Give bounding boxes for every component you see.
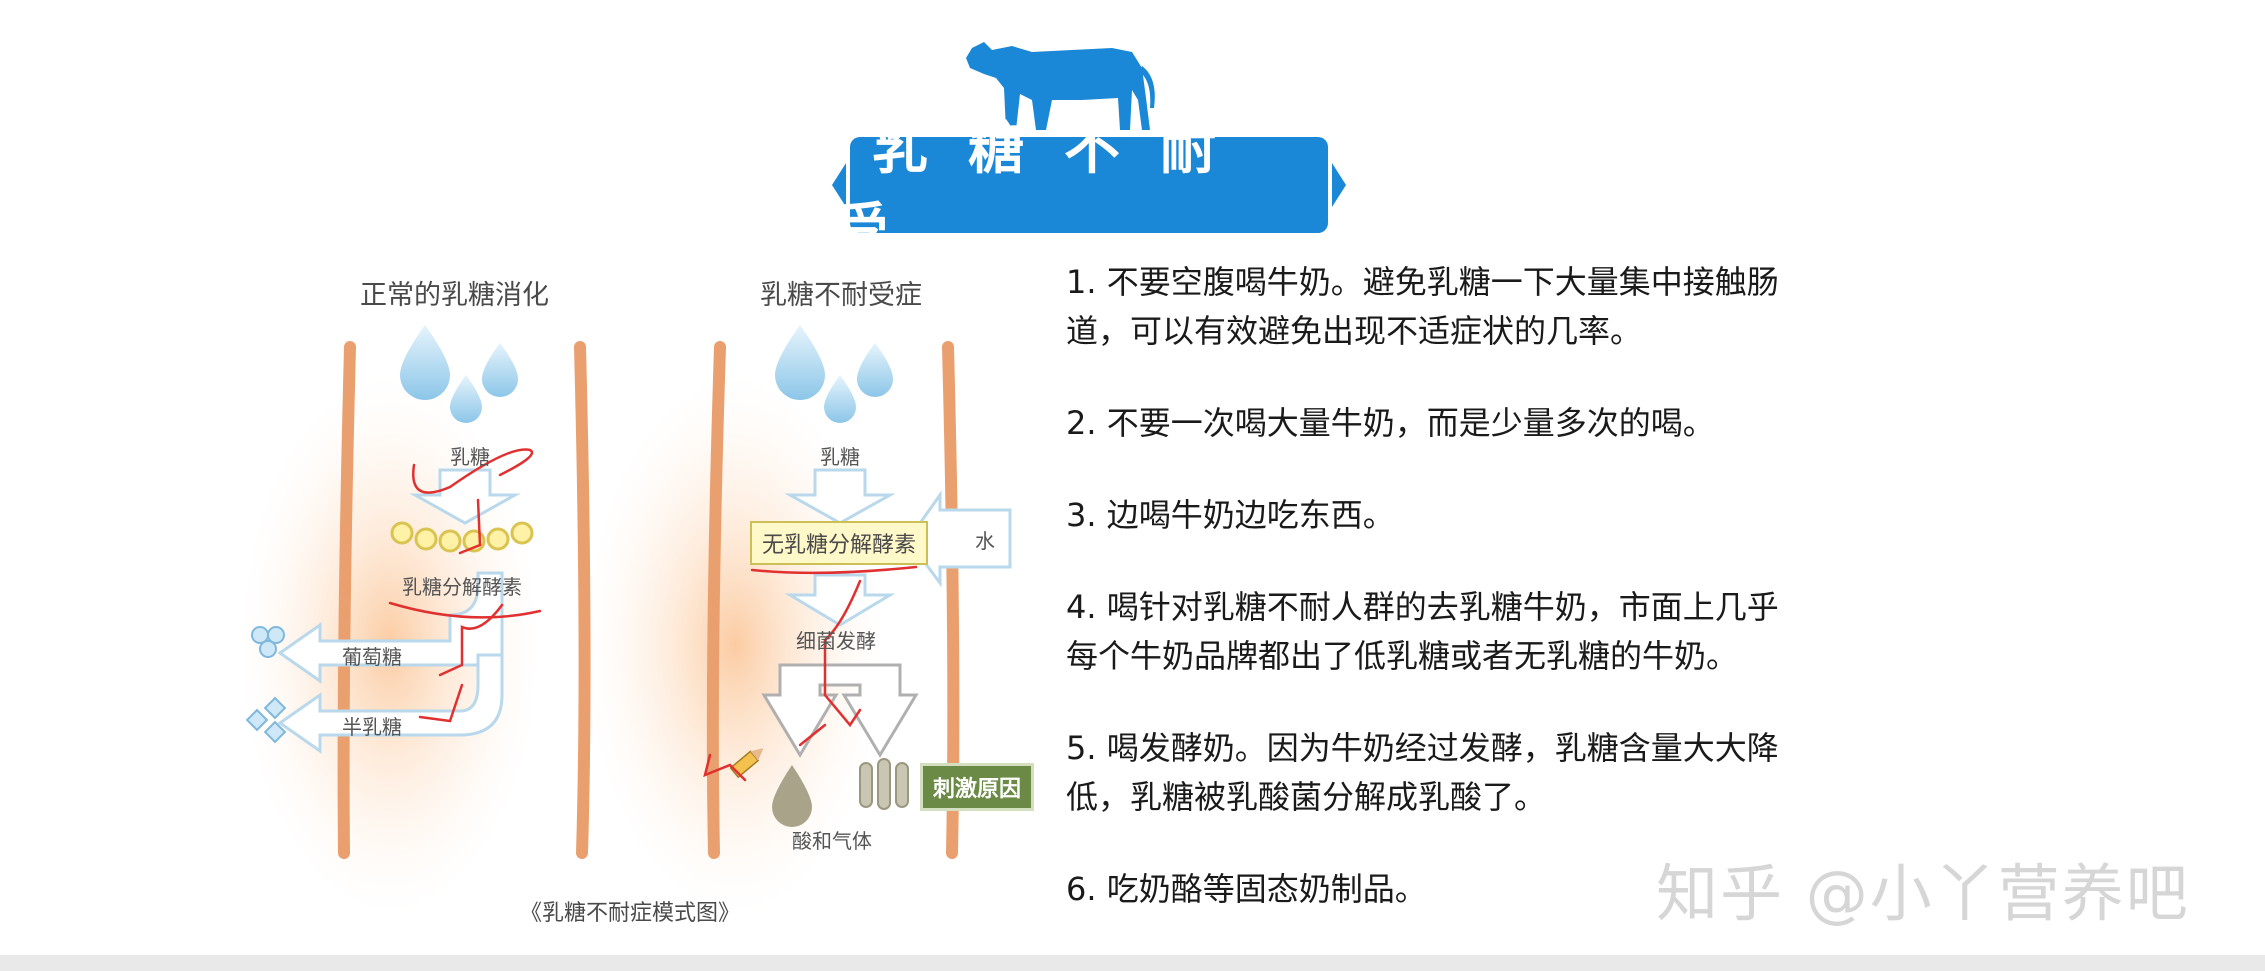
glucose-molecule-icon	[251, 626, 285, 658]
page-title: 乳糖不耐受	[832, 117, 1256, 263]
milk-drop-icon	[775, 325, 825, 400]
split-arrow-icon	[761, 663, 919, 758]
intolerant-intestine-glow	[585, 375, 885, 915]
acid-gas-label: 酸和气体	[792, 829, 872, 853]
red-annotation-strokes	[388, 448, 918, 782]
tip-line: 1. 不要空腹喝牛奶。避免乳糖一下大量集中接触肠	[1066, 263, 1779, 301]
irritant-badge: 刺激原因	[920, 763, 1035, 811]
glucose-label: 葡萄糖	[342, 645, 402, 669]
milk-drop-icon	[482, 343, 518, 397]
tip-line: 2. 不要一次喝大量牛奶，而是少量多次的喝。	[1066, 404, 1715, 442]
normal-digestion-title: 正常的乳糖消化	[360, 280, 549, 311]
enzyme-dots-icon	[390, 521, 534, 553]
tip-item: 1. 不要空腹喝牛奶。避免乳糖一下大量集中接触肠道，可以有效避免出现不适症状的几…	[1066, 258, 1886, 356]
tip-line: 5. 喝发酵奶。因为牛奶经过发酵，乳糖含量大大降	[1066, 729, 1779, 767]
tip-item: 6. 吃奶酪等固态奶制品。	[1066, 865, 1886, 914]
milk-drop-icon	[857, 343, 893, 397]
galactose-arrow-icon	[277, 653, 504, 754]
bacteria-arrow-icon	[784, 573, 896, 627]
tip-line: 每个牛奶品牌都出了低乳糖或者无乳糖的牛奶。	[1066, 637, 1739, 675]
milk-drop-icon	[824, 375, 856, 423]
tips-list: 1. 不要空腹喝牛奶。避免乳糖一下大量集中接触肠道，可以有效避免出现不适症状的几…	[1066, 258, 1886, 957]
cow-logo-icon	[966, 42, 1155, 130]
enzyme-label: 乳糖分解酵素	[402, 575, 522, 599]
milk-drop-icon	[400, 325, 450, 400]
milk-drop-icon	[450, 375, 482, 423]
intolerant-wall-left	[706, 341, 726, 859]
normal-wall-right	[574, 341, 591, 859]
lactose-arrow-icon	[409, 468, 521, 525]
watermark: 知乎 @小丫营养吧	[1656, 857, 2190, 930]
tip-item: 2. 不要一次喝大量牛奶，而是少量多次的喝。	[1066, 399, 1886, 448]
tip-line: 道，可以有效避免出现不适症状的几率。	[1066, 312, 1643, 350]
galactose-molecule-icon	[245, 696, 287, 744]
diagram-caption: 《乳糖不耐症模式图》	[520, 901, 741, 926]
lactose-digestion-diagram: 正常的乳糖消化 乳糖不耐受症 乳糖 乳糖分解酵素 葡萄糖 半乳糖 乳糖 无乳糖分…	[240, 255, 1040, 935]
gas-bars-icon	[859, 758, 909, 810]
tip-item: 5. 喝发酵奶。因为牛奶经过发酵，乳糖含量大大降低，乳糖被乳酸菌分解成乳酸了。	[1066, 724, 1886, 822]
water-label: 水	[975, 529, 995, 553]
bottom-divider	[0, 955, 2265, 971]
tip-line: 3. 边喝牛奶边吃东西。	[1066, 496, 1395, 534]
acid-drop-icon	[772, 765, 812, 827]
galactose-label: 半乳糖	[342, 715, 402, 739]
tip-line: 4. 喝针对乳糖不耐人群的去乳糖牛奶，市面上几乎	[1066, 588, 1779, 626]
lactose-label-right: 乳糖	[820, 445, 860, 469]
intolerance-title: 乳糖不耐受症	[760, 280, 922, 311]
lactose-arrow-icon	[784, 468, 896, 525]
normal-wall-left	[337, 341, 356, 859]
lactose-label: 乳糖	[450, 445, 490, 469]
tip-line: 6. 吃奶酪等固态奶制品。	[1066, 870, 1427, 908]
tip-line: 低，乳糖被乳酸菌分解成乳酸了。	[1066, 778, 1547, 816]
bacteria-label: 细菌发酵	[796, 629, 876, 653]
tip-item: 4. 喝针对乳糖不耐人群的去乳糖牛奶，市面上几乎每个牛奶品牌都出了低乳糖或者无乳…	[1066, 583, 1886, 681]
no-enzyme-label: 无乳糖分解酵素	[750, 521, 929, 565]
tip-item: 3. 边喝牛奶边吃东西。	[1066, 491, 1886, 540]
title-banner: 乳糖不耐受	[832, 117, 1346, 263]
